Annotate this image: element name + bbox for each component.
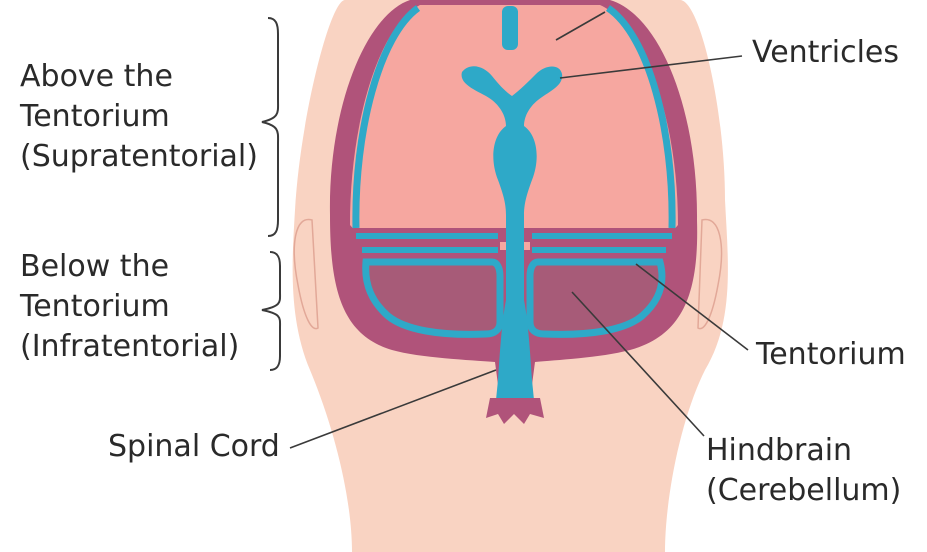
tentorium-label: Tentorium: [755, 337, 906, 372]
supratentorial-label: Above the Tentorium (Supratentorial): [19, 59, 258, 174]
spinal-cord-label: Spinal Cord: [108, 429, 280, 464]
infratentorial-brace: [262, 252, 280, 370]
infratentorial-label: Below the Tentorium (Infratentorial): [19, 249, 239, 364]
hindbrain-label: Hindbrain (Cerebellum): [706, 433, 901, 508]
ventricles-label: Ventricles: [752, 35, 899, 70]
supratentorial-brace: [262, 18, 278, 236]
